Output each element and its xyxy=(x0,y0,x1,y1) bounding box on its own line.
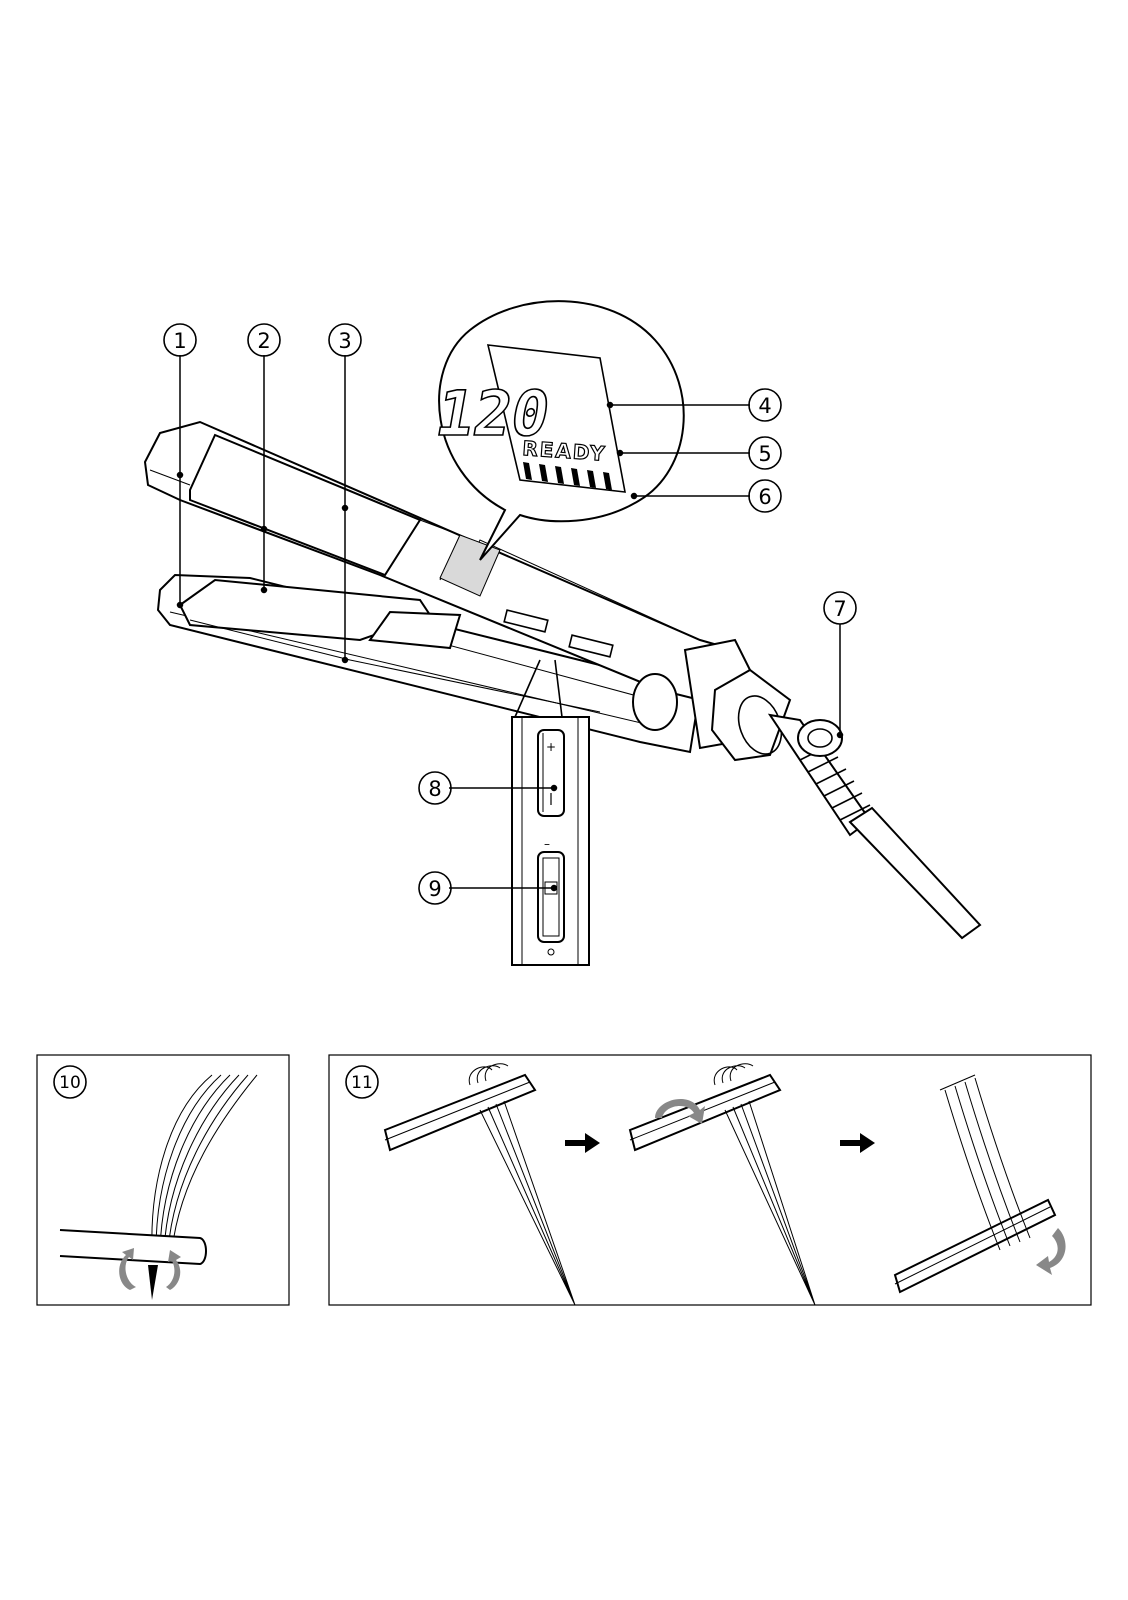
plus-symbol: + xyxy=(546,740,556,754)
panel-11: 11 xyxy=(329,1055,1091,1305)
panel-10: 10 xyxy=(37,1055,289,1305)
display-zoom-bubble: 120 READY xyxy=(431,301,684,560)
svg-text:5: 5 xyxy=(758,442,771,466)
callout-3: 3 xyxy=(329,324,361,356)
callout-6: 6 xyxy=(749,480,781,512)
handle-end-cap xyxy=(633,674,677,730)
callout-4: 4 xyxy=(749,389,781,421)
svg-text:7: 7 xyxy=(833,597,846,621)
on-symbol: – xyxy=(544,837,550,851)
svg-text:10: 10 xyxy=(59,1073,81,1093)
callout-8: 8 xyxy=(419,772,451,804)
callout-9: 9 xyxy=(419,872,451,904)
svg-text:3: 3 xyxy=(338,329,351,353)
svg-text:6: 6 xyxy=(758,485,771,509)
svg-text:9: 9 xyxy=(428,877,441,901)
svg-text:1: 1 xyxy=(173,329,186,353)
hanging-ring xyxy=(798,720,842,756)
svg-text:2: 2 xyxy=(257,329,270,353)
power-cord xyxy=(850,808,980,938)
callout-2: 2 xyxy=(248,324,280,356)
callout-5: 5 xyxy=(749,437,781,469)
svg-text:11: 11 xyxy=(351,1073,373,1093)
power-switch[interactable] xyxy=(538,852,564,942)
callout-7: 7 xyxy=(824,592,856,624)
svg-text:4: 4 xyxy=(758,394,771,418)
callout-1: 1 xyxy=(164,324,196,356)
svg-text:8: 8 xyxy=(428,777,441,801)
upper-heating-plate xyxy=(190,435,420,575)
